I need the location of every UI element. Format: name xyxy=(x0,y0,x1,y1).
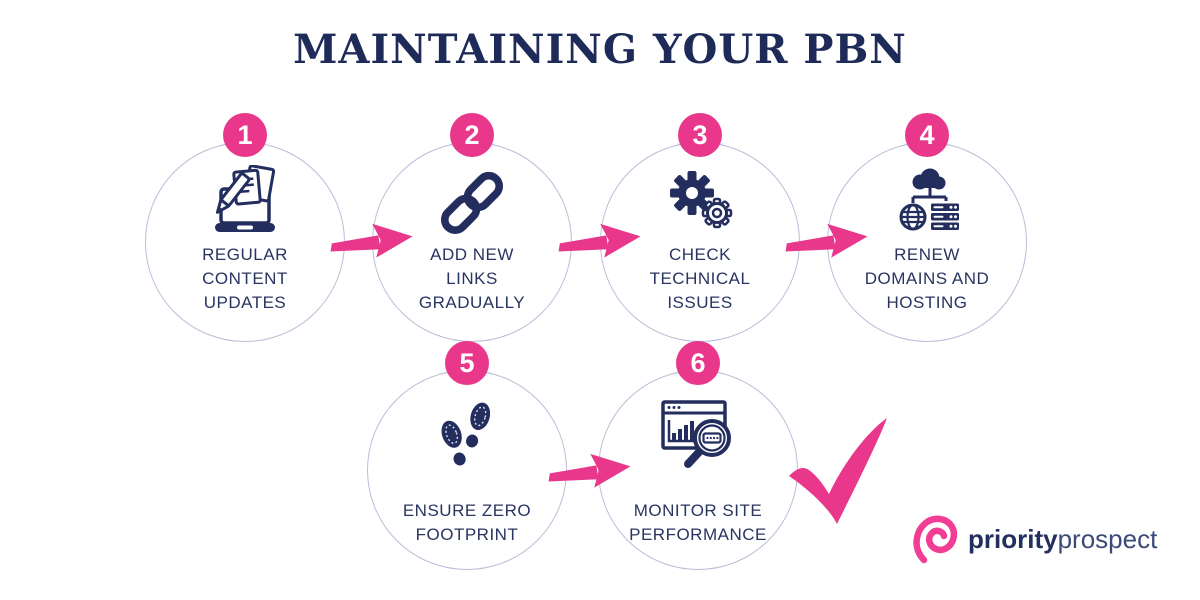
flow-arrow-icon xyxy=(553,213,645,273)
step-label-line: UPDATES xyxy=(203,293,287,312)
brand-logo: priorityprospect xyxy=(912,514,1157,564)
step-label: REGULAR CONTENT UPDATES xyxy=(202,243,288,315)
chain-link-icon xyxy=(434,163,510,241)
step-label-line: CHECK xyxy=(668,245,731,264)
flow-arrow-icon xyxy=(780,213,872,273)
step-label-line: MONITOR SITE xyxy=(633,501,763,520)
chain-link-icon xyxy=(440,171,504,234)
step-label-line: ENSURE ZERO xyxy=(402,501,532,520)
step-label-line: TECHNICAL xyxy=(649,269,751,288)
laptop-content-icon xyxy=(203,163,287,241)
footprints-icon xyxy=(431,397,503,475)
step-label-line: REGULAR xyxy=(202,245,288,264)
brand-logo-text-light: prospect xyxy=(1057,523,1158,554)
success-checkmark-icon xyxy=(783,410,898,535)
step-circle-1: 1 xyxy=(145,113,345,342)
step-label: ADD NEW LINKS GRADUALLY xyxy=(419,243,525,315)
brand-logo-text-bold: priority xyxy=(968,523,1058,554)
gears-icon xyxy=(670,171,733,229)
step-label: RENEW DOMAINS AND HOSTING xyxy=(865,243,990,315)
step-circle-4: 4 xyxy=(827,113,1027,342)
step-label-line: ADD NEW xyxy=(430,245,514,264)
domain-hosting-icon xyxy=(887,163,967,241)
step-label-line: GRADUALLY xyxy=(418,293,526,312)
gears-icon xyxy=(662,163,738,241)
step-number-badge: 5 xyxy=(445,341,489,385)
flow-arrow-icon xyxy=(543,443,635,503)
step-label-line: LINKS xyxy=(446,269,498,288)
step-number-badge: 1 xyxy=(223,113,267,157)
step-number-badge: 3 xyxy=(678,113,722,157)
step-label-line: DOMAINS AND xyxy=(864,269,990,288)
step-number-badge: 2 xyxy=(450,113,494,157)
step-label: ENSURE ZERO FOOTPRINT xyxy=(403,499,531,547)
step-label-line: ISSUES xyxy=(667,293,733,312)
step-number-badge: 6 xyxy=(676,341,720,385)
site-monitor-icon xyxy=(655,397,741,475)
site-monitor-icon xyxy=(661,400,731,468)
brand-logo-spiral-icon xyxy=(913,515,958,564)
page-title: MAINTAINING YOUR PBN xyxy=(293,26,907,73)
step-circle-6: 6 xyxy=(598,341,798,570)
step-label-line: PERFORMANCE xyxy=(629,525,767,544)
step-label-line: HOSTING xyxy=(886,293,968,312)
laptop-content-icon xyxy=(215,165,276,232)
step-label: CHECK TECHNICAL ISSUES xyxy=(650,243,751,315)
step-number-badge: 4 xyxy=(905,113,949,157)
brand-logo-text: priorityprospect xyxy=(968,524,1157,555)
domain-hosting-icon xyxy=(899,168,959,231)
step-circle-5: 5 ENSURE ZERO FOOTPRINT xyxy=(367,341,567,570)
step-label-line: FOOTPRINT xyxy=(415,525,519,544)
step-label-line: CONTENT xyxy=(202,269,288,288)
step-label: MONITOR SITE PERFORMANCE xyxy=(629,499,767,547)
flow-arrow-icon xyxy=(325,213,417,273)
footprints-icon xyxy=(441,402,491,466)
step-label-line: RENEW xyxy=(894,245,960,264)
